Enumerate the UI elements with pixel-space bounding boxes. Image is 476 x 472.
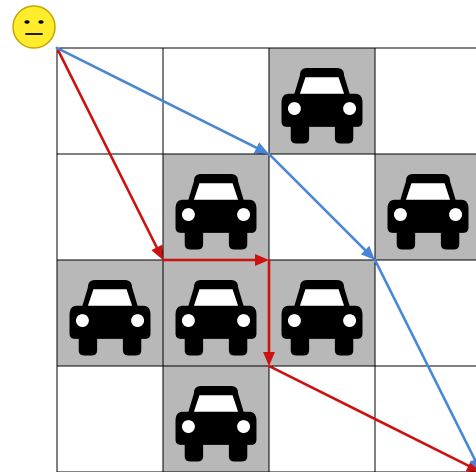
paths-layer — [55, 46, 476, 472]
blue-path-segment — [373, 258, 476, 461]
red-path-segment — [55, 46, 159, 249]
grid-cell — [374, 47, 476, 155]
grid-cell — [268, 365, 376, 472]
grid-cell — [374, 259, 476, 367]
red-path — [55, 46, 476, 472]
neutral-face-icon — [12, 5, 56, 49]
blue-path-arrowhead — [469, 458, 476, 468]
red-path-segment — [267, 364, 470, 468]
blue-path — [55, 46, 476, 468]
blue-path-arrowhead — [360, 245, 375, 260]
blue-path-segment — [55, 46, 258, 150]
grid-cell — [56, 365, 164, 472]
grid-cell — [56, 153, 164, 261]
red-path-arrowhead — [255, 254, 269, 266]
grid-cell — [162, 47, 270, 155]
grid-cell — [56, 47, 164, 155]
red-path-arrowhead — [151, 244, 163, 260]
agent-layer — [12, 5, 56, 49]
blue-path-arrowhead — [253, 142, 269, 154]
grid-cell — [374, 365, 476, 472]
blue-path-segment — [267, 152, 367, 252]
red-path-arrowhead — [263, 352, 275, 366]
